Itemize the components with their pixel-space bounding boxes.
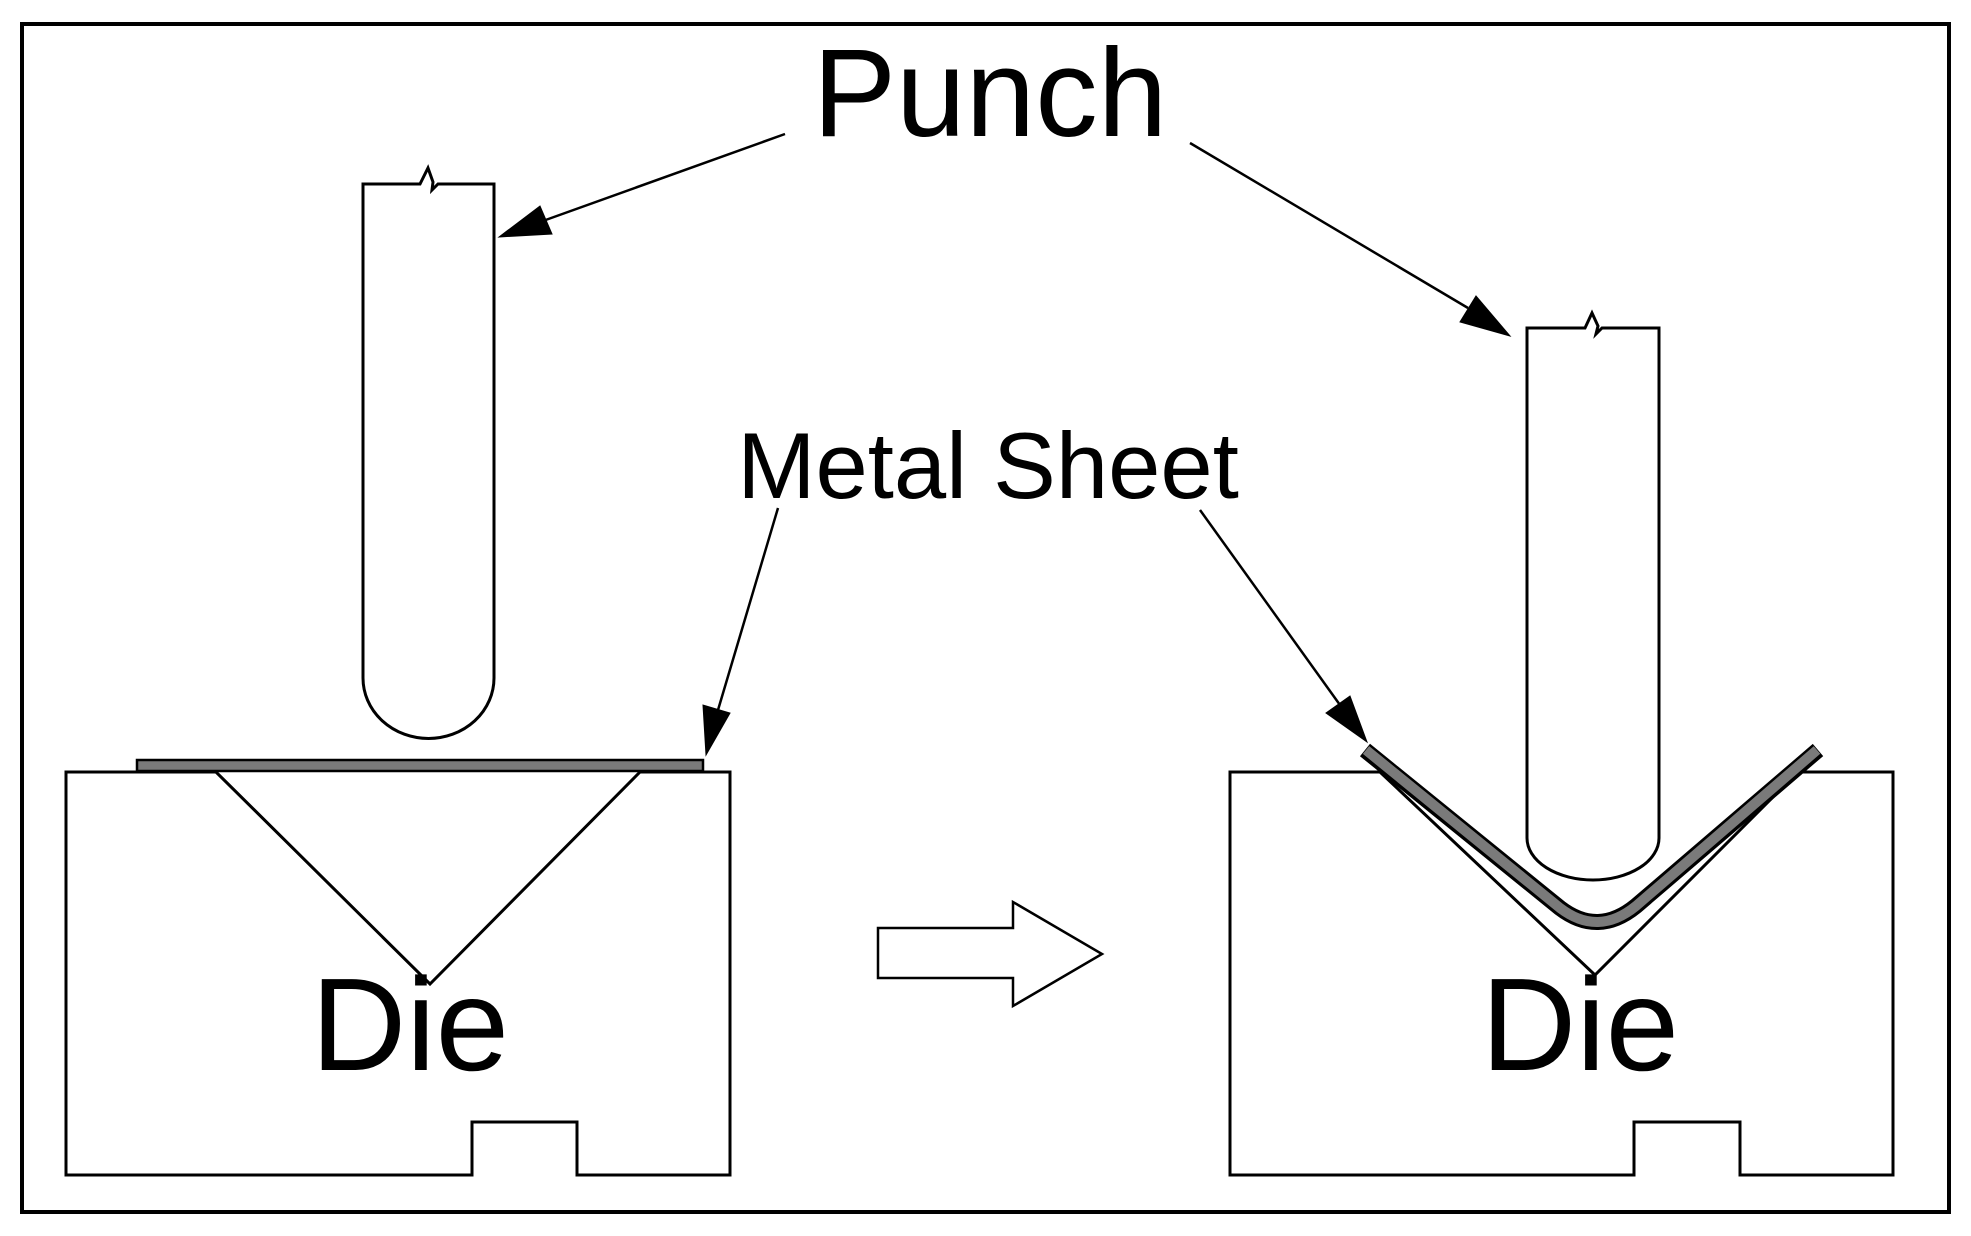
left-die-body: [64, 770, 732, 1177]
left-die: [64, 770, 732, 1177]
left-metal-sheet: [135, 758, 705, 773]
punch-label: Punch: [813, 24, 1167, 163]
die-label-right: Die: [1481, 951, 1679, 1098]
metal-sheet-leader-left: [702, 507, 780, 757]
outer-frame: [20, 22, 1951, 1214]
right-punch-body: [1525, 309, 1661, 882]
right-punch: [1525, 309, 1661, 882]
die-label-left: Die: [311, 951, 509, 1098]
left-punch-body: [361, 164, 496, 740]
punch-leader-right: [1189, 141, 1512, 337]
right-sheet-outline: [1359, 743, 1824, 930]
right-metal-sheet: [1359, 743, 1824, 930]
metal-sheet-leader-right: [1198, 509, 1369, 744]
right-sheet-fill: [1362, 746, 1821, 927]
right-die-body: [1228, 770, 1895, 1177]
process-arrow: [876, 899, 1105, 1009]
right-die: [1228, 770, 1895, 1177]
punch-leader-left: [497, 132, 786, 238]
metal-sheet-label: Metal Sheet: [737, 413, 1239, 518]
left-punch: [361, 164, 496, 740]
